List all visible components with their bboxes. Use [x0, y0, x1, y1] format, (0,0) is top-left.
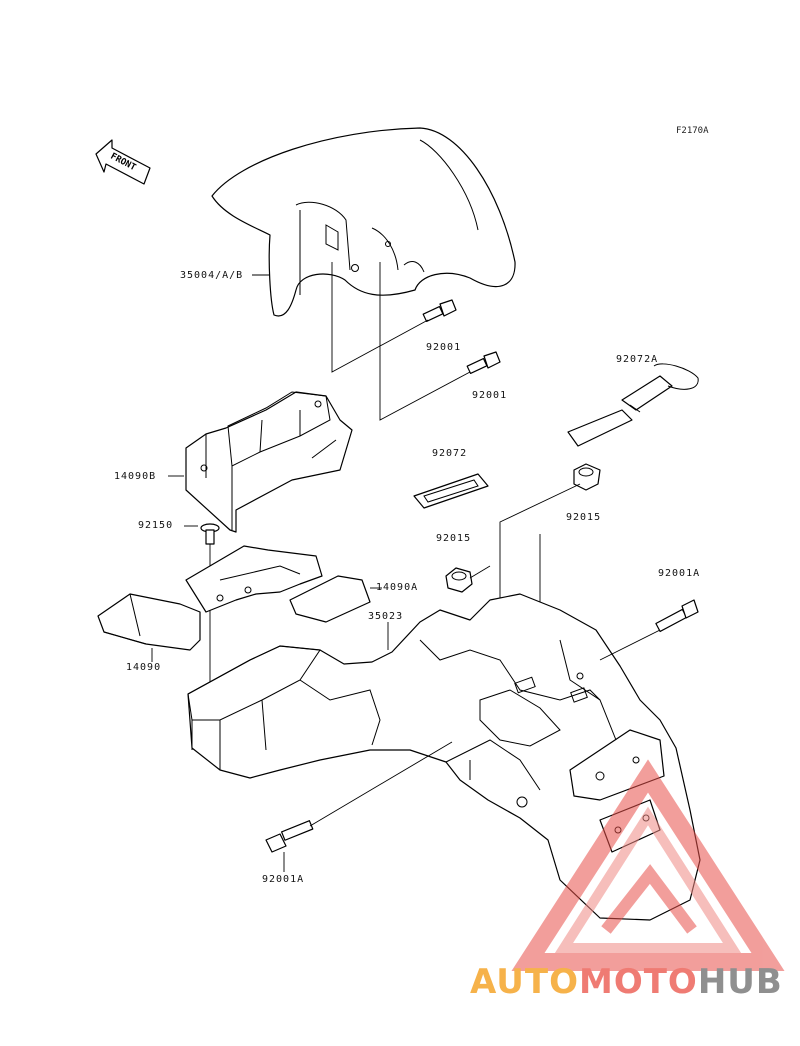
- nut-upper: [573, 463, 601, 491]
- figure-code: F2170A: [676, 126, 709, 136]
- label-bolt-right: 92001A: [658, 568, 701, 579]
- front-arrow-icon: FRONT: [95, 139, 151, 185]
- watermark-part-3: HUB: [697, 962, 783, 1002]
- rear-fender: [187, 593, 701, 921]
- bolt-upper-1: [422, 299, 457, 323]
- strap-short: [413, 473, 489, 509]
- label-strap-long: 92072A: [616, 354, 659, 365]
- front-fender: [211, 127, 516, 317]
- screw: [200, 523, 220, 545]
- bolt-right: [655, 599, 699, 633]
- label-front-fender: 35004/A/B: [180, 270, 244, 281]
- watermark-part-2: MOTO: [578, 962, 698, 1002]
- cover: [97, 593, 201, 651]
- label-bolt-lower: 92001A: [262, 874, 305, 885]
- strap-long: [567, 363, 699, 447]
- nut-lower: [445, 567, 473, 593]
- watermark-part-1: AUTO: [470, 962, 579, 1002]
- label-bolt-upper-2: 92001: [472, 390, 508, 401]
- watermark-logo-icon: [511, 759, 785, 971]
- bolt-upper-2: [466, 351, 501, 375]
- cover-a: [185, 545, 371, 623]
- label-rear-fender: 35023: [368, 611, 404, 622]
- bolt-lower: [265, 820, 314, 853]
- label-cover-b: 14090B: [114, 471, 157, 482]
- label-cover: 14090: [126, 662, 162, 673]
- label-nut-lower: 92015: [436, 533, 472, 544]
- label-nut-upper: 92015: [566, 512, 602, 523]
- label-cover-a: 14090A: [376, 582, 419, 593]
- label-bolt-upper-1: 92001: [426, 342, 462, 353]
- watermark-text: AUTOMOTOHUB: [470, 962, 783, 1002]
- cover-b: [185, 391, 353, 533]
- label-strap-short: 92072: [432, 448, 468, 459]
- label-screw: 92150: [138, 520, 174, 531]
